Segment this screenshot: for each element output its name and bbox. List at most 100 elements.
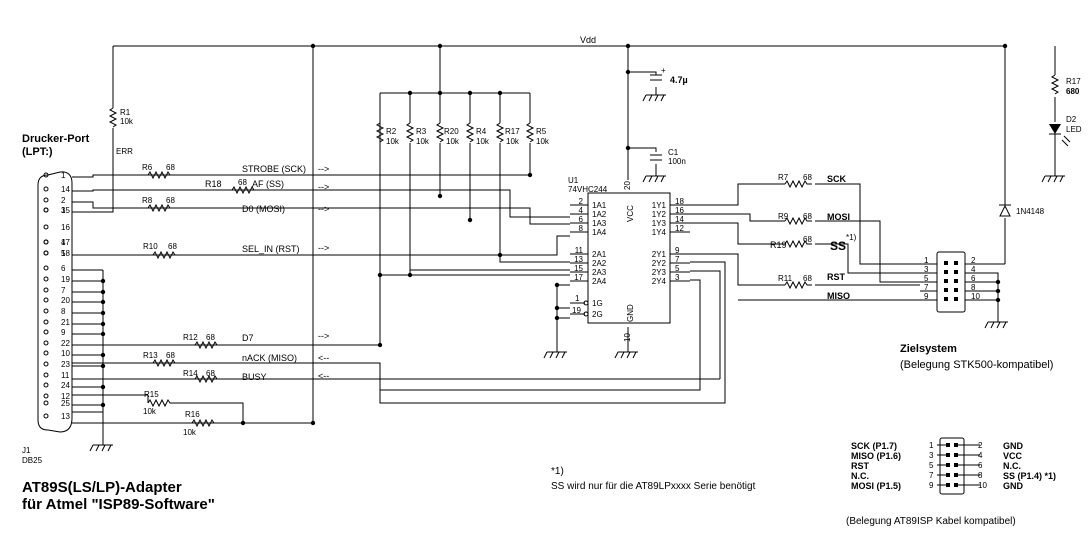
svg-text:68: 68 bbox=[206, 333, 215, 342]
ic-pin-name-2A2: 2A2 bbox=[592, 259, 607, 268]
resistor-r18: R18 68 bbox=[205, 178, 255, 195]
isp-pin-dot bbox=[946, 463, 950, 467]
isp-pin-10: 10 bbox=[978, 481, 987, 490]
svg-text:+: + bbox=[661, 66, 666, 75]
header-pin-4: 4 bbox=[971, 265, 976, 274]
header-pin-dot bbox=[944, 288, 948, 292]
ic-vcc-pin: 20 bbox=[623, 181, 632, 190]
ic-gnd-pin: 10 bbox=[623, 333, 632, 342]
port-pin-17: 17 bbox=[61, 238, 70, 247]
header-pin-1: 1 bbox=[924, 256, 929, 265]
header-pin-dot bbox=[944, 279, 948, 283]
port-pin-dot bbox=[43, 297, 49, 303]
svg-text:R20: R20 bbox=[444, 127, 459, 136]
port-pin-21: 21 bbox=[61, 318, 70, 327]
port-pin-10: 10 bbox=[61, 349, 70, 358]
ic-pin-name-1A1: 1A1 bbox=[592, 201, 607, 210]
isp-pin-dot bbox=[946, 453, 950, 457]
svg-text:LED: LED bbox=[1066, 125, 1082, 134]
resistor-r1: R1 10k bbox=[108, 107, 134, 128]
ic-pin-num-17: 17 bbox=[574, 273, 583, 282]
ic-pin-num-4: 4 bbox=[579, 206, 584, 215]
resistor-r13: R13 68 bbox=[143, 351, 175, 368]
isp-right-label: VCC bbox=[1003, 451, 1023, 461]
svg-text:10k: 10k bbox=[183, 428, 197, 437]
header-pin-6: 6 bbox=[971, 274, 976, 283]
resistor-r12: R12 68 bbox=[183, 333, 218, 350]
port-pin-dot bbox=[43, 372, 49, 378]
svg-text:R4: R4 bbox=[476, 127, 487, 136]
svg-text:R10: R10 bbox=[143, 242, 158, 251]
resistor-r15: R15 10k bbox=[143, 390, 182, 416]
target-net-labels: SCK MOSI SS *1) RST MISO bbox=[827, 174, 857, 301]
svg-text:10k: 10k bbox=[416, 137, 430, 146]
arrow-selin: --> bbox=[318, 243, 329, 253]
capacitor-4u7: + 4.7µ bbox=[650, 66, 688, 85]
ic-pin-num-13: 13 bbox=[574, 255, 583, 264]
header-pin-5: 5 bbox=[924, 274, 929, 283]
arrow-strobe: --> bbox=[318, 164, 329, 174]
resistor-r6: R6 68 bbox=[142, 163, 175, 180]
svg-text:68: 68 bbox=[803, 274, 812, 283]
port-subtitle: (LPT:) bbox=[22, 146, 53, 158]
capacitor-c1: C1 100n bbox=[650, 148, 686, 166]
ic-pin-num-14: 14 bbox=[675, 215, 684, 224]
ic-pin-name-2A3: 2A3 bbox=[592, 268, 607, 277]
port-pin-18: 18 bbox=[61, 249, 70, 258]
header-pin-dot bbox=[954, 270, 958, 274]
svg-text:R13: R13 bbox=[143, 351, 158, 360]
port-ref: J1 bbox=[22, 446, 31, 455]
title-line2: für Atmel "ISP89-Software" bbox=[22, 496, 215, 513]
ic-pin-name-1Y4: 1Y4 bbox=[652, 228, 667, 237]
isp-pin-dot bbox=[954, 443, 958, 447]
isp-header-dots bbox=[937, 443, 980, 487]
isp-left-label: MISO (P1.6) bbox=[851, 451, 901, 461]
svg-text:R3: R3 bbox=[416, 127, 427, 136]
resistor-r16: R16 10k bbox=[183, 410, 215, 437]
ic-pin-num-16: 16 bbox=[675, 206, 684, 215]
svg-text:4.7µ: 4.7µ bbox=[670, 75, 688, 85]
ic-gnd: GND bbox=[626, 304, 635, 322]
ic-pin-num-6: 6 bbox=[579, 215, 584, 224]
header-pin-2: 2 bbox=[971, 256, 976, 265]
svg-text:R18: R18 bbox=[205, 179, 222, 189]
diode-1n4148: 1N4148 bbox=[999, 204, 1045, 217]
isp-pin-7: 7 bbox=[929, 471, 934, 480]
ic-pin-num-18: 18 bbox=[675, 197, 684, 206]
arrow-af: --> bbox=[318, 182, 329, 192]
signal-labels: STROBE (SCK) --> AF (SS) --> D0 (MOSI) -… bbox=[242, 164, 329, 382]
svg-text:R17: R17 bbox=[505, 127, 520, 136]
resistor-r4: R4 10k bbox=[465, 122, 490, 146]
isp-pin-dot bbox=[946, 483, 950, 487]
net-ss-note: *1) bbox=[846, 233, 857, 242]
header-pin-3: 3 bbox=[924, 265, 929, 274]
svg-text:68: 68 bbox=[166, 196, 175, 205]
arrow-nack: <-- bbox=[318, 353, 329, 363]
signal-d7: D7 bbox=[242, 333, 254, 343]
isp-pin-dot bbox=[954, 453, 958, 457]
ic-pin-name-1A2: 1A2 bbox=[592, 210, 607, 219]
ic-pin-num-11: 11 bbox=[575, 246, 584, 255]
port-pin-dot bbox=[43, 393, 49, 399]
svg-text:68: 68 bbox=[803, 235, 812, 244]
arrow-busy: <-- bbox=[318, 371, 329, 381]
ic-pin-num-2: 2 bbox=[579, 197, 584, 206]
port-pin-dot bbox=[43, 400, 49, 406]
svg-text:R14: R14 bbox=[183, 369, 198, 378]
port-pin-25: 25 bbox=[61, 399, 70, 408]
port-pin-dot bbox=[43, 308, 49, 314]
port-pin-dot bbox=[43, 207, 49, 213]
header-pin-dot bbox=[944, 270, 948, 274]
svg-text:10k: 10k bbox=[536, 137, 550, 146]
port-pin-19: 19 bbox=[61, 275, 70, 284]
isp-pin-dot bbox=[954, 473, 958, 477]
svg-text:10k: 10k bbox=[120, 117, 134, 126]
svg-text:R15: R15 bbox=[144, 390, 159, 399]
signal-af: AF (SS) bbox=[252, 179, 284, 189]
